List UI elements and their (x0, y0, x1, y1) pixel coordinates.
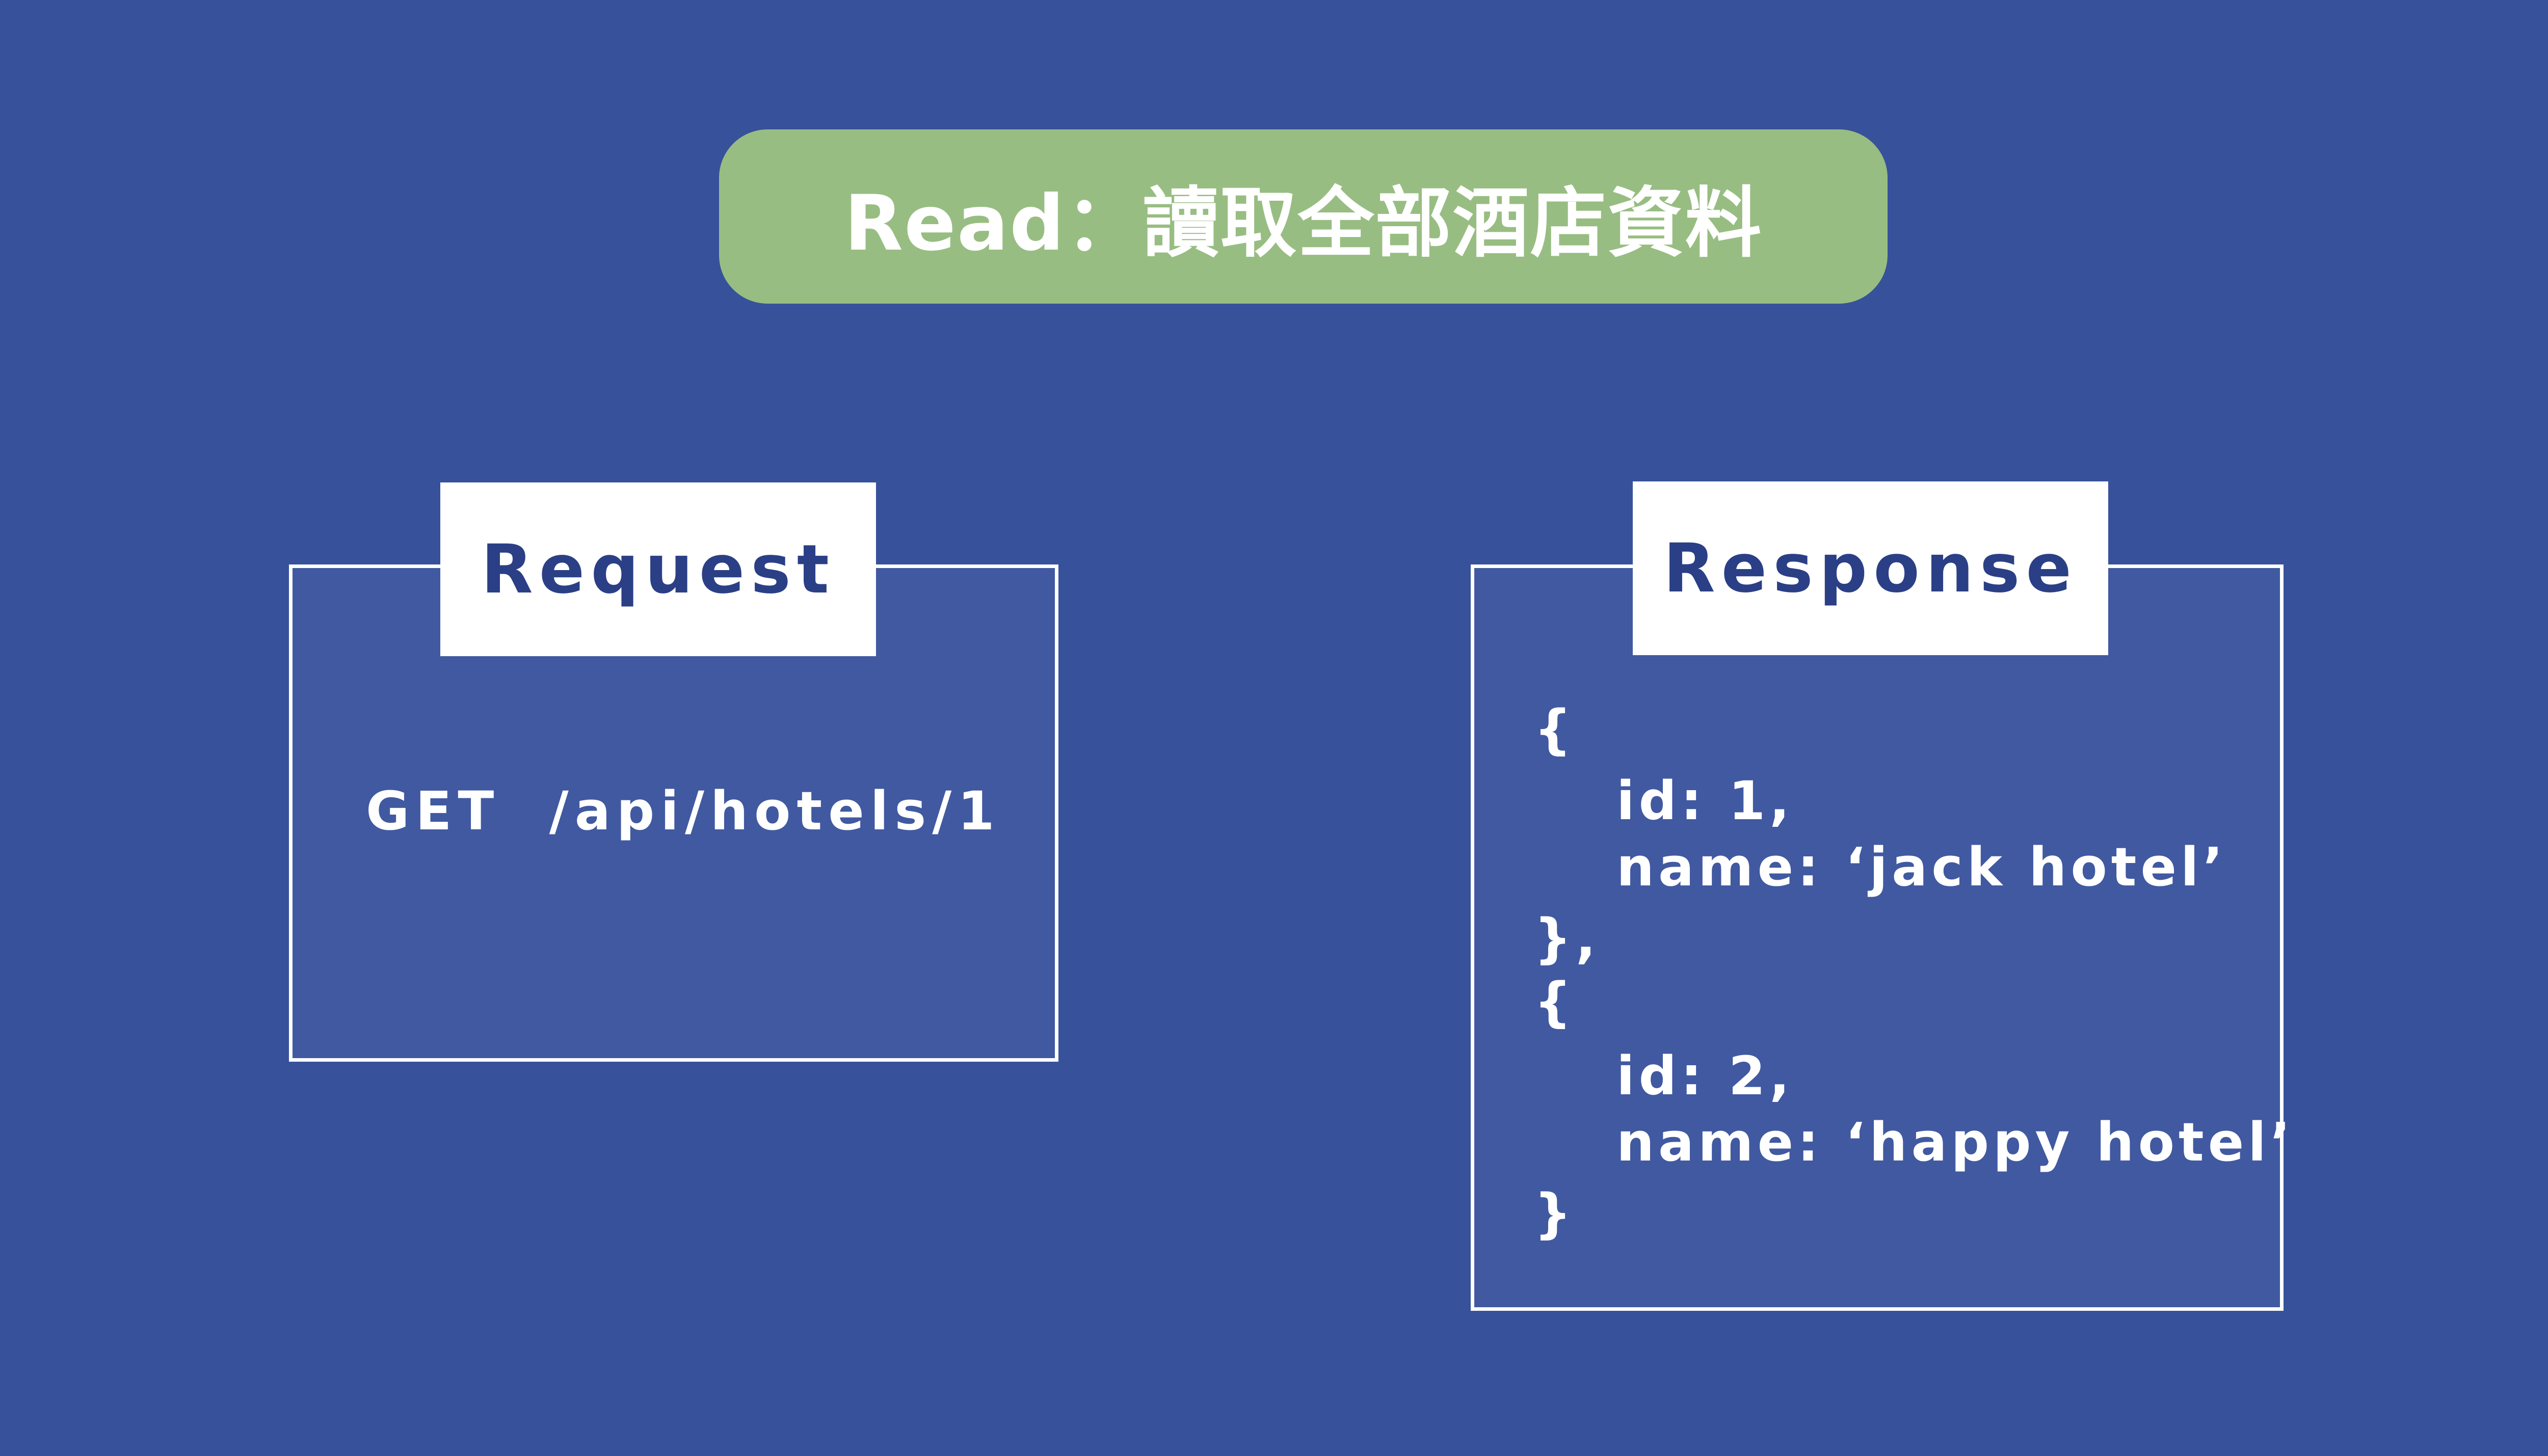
request-endpoint: GET /api/hotels/1 (366, 780, 1001, 842)
response-panel (1471, 564, 2284, 1311)
page-title: Read：讀取全部酒店資料 (844, 179, 1763, 268)
response-label-box: Response (1633, 481, 2108, 655)
request-label-box: Request (440, 482, 876, 656)
json-close-brace-1: }, (1534, 907, 1600, 969)
json-field-name-1: name: ‘jack hotel’ (1616, 836, 2227, 898)
json-field-id-1: id: 1, (1616, 770, 1794, 832)
json-open-brace-1: { (1534, 698, 1576, 761)
response-label: Response (1663, 529, 2078, 608)
title-banner: Read：讀取全部酒店資料 (719, 129, 1888, 304)
json-field-name-2: name: ‘happy hotel’ (1616, 1111, 2295, 1173)
request-label: Request (481, 530, 835, 609)
json-field-id-2: id: 2, (1616, 1045, 1794, 1107)
json-open-brace-2: { (1534, 971, 1576, 1033)
json-close-brace-2: } (1534, 1182, 1576, 1245)
